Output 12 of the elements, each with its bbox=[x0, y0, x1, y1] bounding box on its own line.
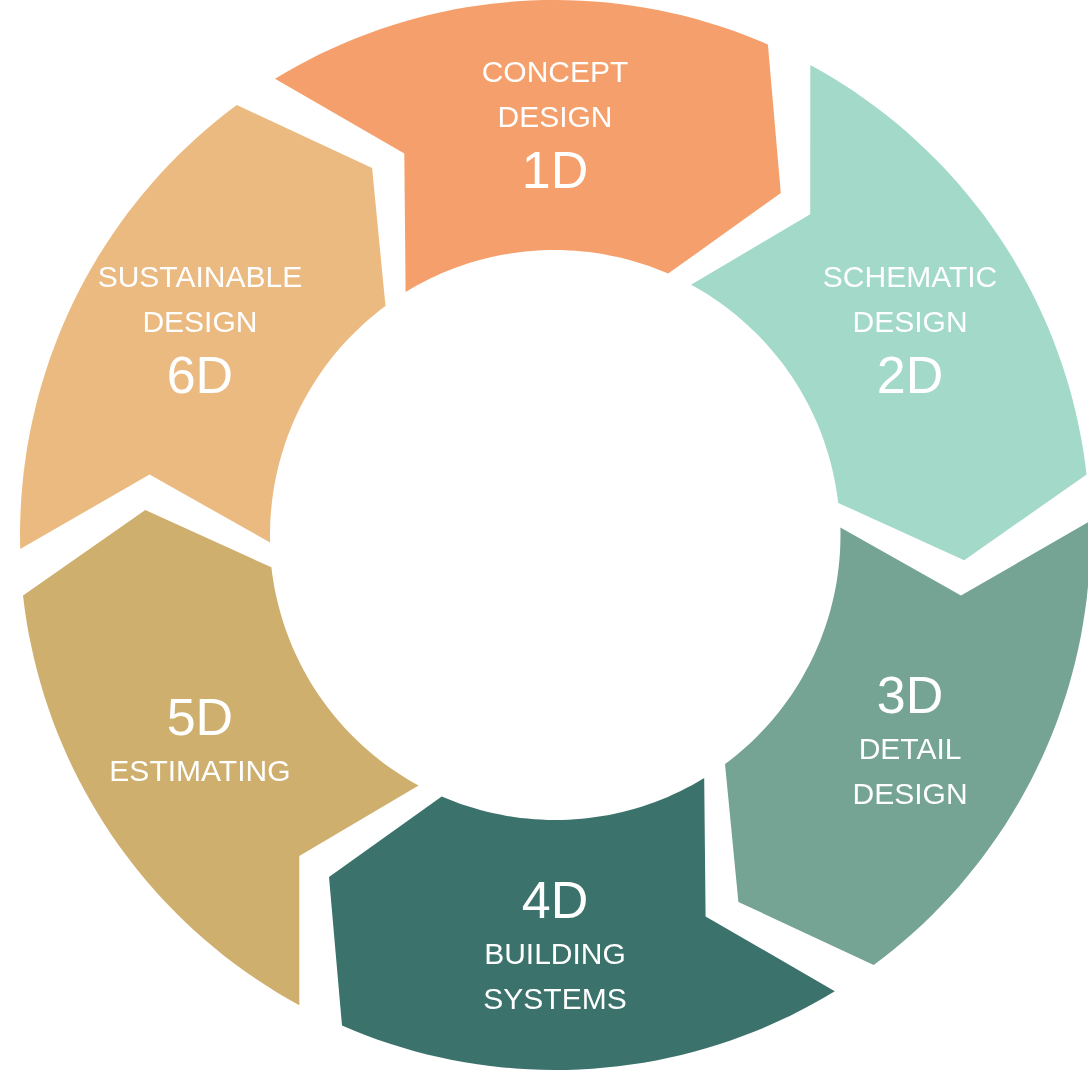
stage-title: DETAIL DESIGN bbox=[851, 731, 969, 813]
stage-title: CONCEPT DESIGN bbox=[480, 53, 630, 135]
stage-number: 5D bbox=[165, 687, 235, 749]
stage-title: ESTIMATING bbox=[108, 753, 292, 790]
stage-number: 4D bbox=[520, 869, 590, 931]
stage-title: BUILDING SYSTEMS bbox=[482, 936, 628, 1018]
stage-title: SUSTAINABLE DESIGN bbox=[96, 258, 304, 340]
stage-number: 2D bbox=[875, 344, 945, 406]
stage-title: SCHEMATIC DESIGN bbox=[821, 258, 999, 340]
stage-number: 6D bbox=[165, 344, 235, 406]
stage-number: 1D bbox=[520, 139, 590, 201]
stage-number: 3D bbox=[875, 664, 945, 726]
